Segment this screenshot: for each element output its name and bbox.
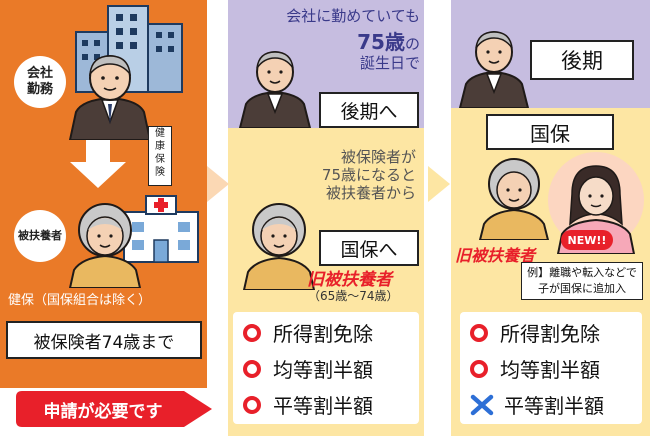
employed-man-illustration — [68, 55, 152, 140]
banner-arrow-shape — [16, 391, 212, 427]
kokuho-box: 国保 — [486, 114, 614, 150]
new-badge: NEW!! — [561, 230, 613, 250]
application-required-banner: 申請が必要です — [14, 389, 214, 429]
cross-mark-icon — [470, 394, 494, 415]
insurance-note: 健保（国保組合は除く） — [8, 293, 152, 308]
benefit-label: 平等割半額 — [273, 394, 373, 418]
circle-mark-icon — [470, 359, 488, 378]
circle-mark-icon — [243, 323, 261, 342]
flow-arrow-right-icon — [207, 166, 229, 202]
caption-line3: 誕生日で — [359, 54, 420, 72]
circle-mark-icon — [470, 323, 488, 342]
dependent-tag: 被扶養者 — [14, 210, 66, 262]
circle-mark-icon — [243, 395, 261, 414]
benefit-item: 所得割免除 — [470, 318, 600, 347]
dependent-woman-illustration — [68, 203, 142, 288]
application-required-text: 申請が必要です — [43, 401, 163, 422]
caption-age: 75歳 — [357, 30, 405, 54]
benefit-label: 所得割免除 — [273, 322, 373, 346]
age-range-label: （65歳～74歳） — [308, 289, 399, 303]
former-dependent-label: 旧被扶養者 — [455, 246, 536, 265]
health-insurance-card: 健 康 保 険 — [148, 126, 172, 186]
benefit-item: 所得割免除 — [243, 318, 373, 347]
benefit-label: 均等割半額 — [500, 358, 600, 382]
late-stage-box: 後期 — [530, 40, 634, 80]
until-age-74-box: 被保険者74歳まで — [6, 321, 202, 359]
benefit-label: 平等割半額 — [504, 394, 604, 418]
former-dependent-woman-illustration — [478, 158, 550, 240]
to-kokuho-box: 国保へ — [319, 230, 419, 266]
right-benefits-list: 所得割免除 均等割半額 平等割半額 — [460, 312, 642, 424]
circle-mark-icon — [243, 359, 261, 378]
caption-line1: 会社に勤めていても — [286, 7, 420, 25]
late-stage-man-illustration — [458, 31, 530, 108]
example-note-box: 例】離職や転入などで 子が国保に追加入 — [521, 262, 643, 300]
middle-benefits-list: 所得割免除 均等割半額 平等割半額 — [233, 312, 419, 424]
benefit-item: 均等割半額 — [470, 354, 600, 383]
down-arrow-icon — [70, 140, 126, 188]
turning-75-man-illustration — [238, 51, 312, 128]
caption-suffix: の — [404, 35, 420, 53]
benefit-label: 均等割半額 — [273, 358, 373, 382]
benefit-item: 平等割半額 — [470, 390, 604, 419]
dependent-note: 被保険者が 75歳になると 被扶養者から — [321, 148, 416, 202]
former-dependent-label: 旧被扶養者 — [307, 270, 392, 290]
benefit-item: 均等割半額 — [243, 354, 373, 383]
caption-line2: 75歳の — [312, 26, 420, 55]
employed-tag: 会社 勤務 — [14, 56, 66, 108]
flow-arrow-right-icon — [428, 166, 450, 202]
former-dependent-woman-illustration — [242, 203, 316, 290]
to-late-stage-box: 後期へ — [319, 92, 419, 128]
benefit-label: 所得割免除 — [500, 322, 600, 346]
benefit-item: 平等割半額 — [243, 390, 373, 419]
